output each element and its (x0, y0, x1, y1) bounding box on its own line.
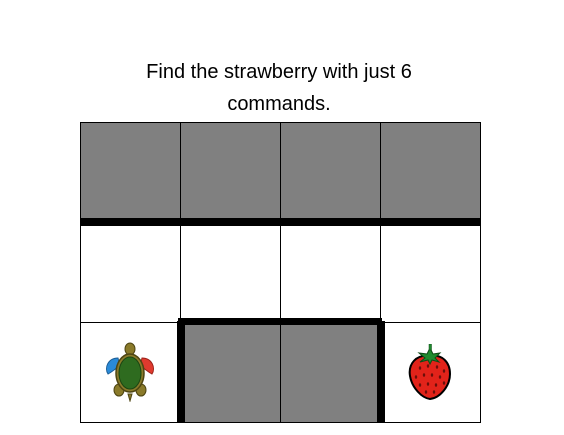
wall-pit-left (177, 321, 185, 423)
grid-cell-r1-c2 (280, 222, 381, 323)
grid-cell-r1-c1 (180, 222, 281, 323)
wall-pit-right (377, 321, 385, 423)
instruction-line-2: commands. (227, 93, 331, 115)
grid-cell-r1-c0 (80, 222, 181, 323)
grid-cell-r0-c0 (80, 122, 181, 223)
grid-cell-r0-c1 (180, 122, 281, 223)
wall-top-rows (80, 218, 481, 226)
grid-cell-r2-c2 (280, 322, 381, 423)
grid-cell-r0-c2 (280, 122, 381, 223)
turtle-icon (104, 342, 156, 403)
wall-pit-top (178, 318, 382, 325)
strawberry-icon (406, 343, 454, 402)
grid-cell-r1-c3 (380, 222, 481, 323)
grid-cell-r2-c1 (180, 322, 281, 423)
grid-cell-r0-c3 (380, 122, 481, 223)
instruction-line-1: Find the strawberry with just 6 (146, 61, 412, 83)
game-board (80, 122, 481, 423)
